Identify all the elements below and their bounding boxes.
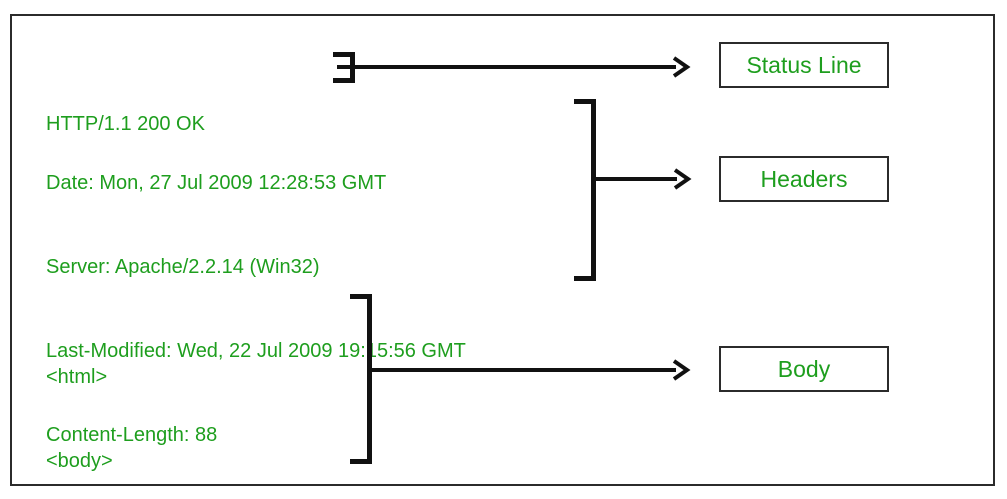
arrowhead-icon [670, 56, 692, 78]
header-line-date: Date: Mon, 27 Jul 2009 12:28:53 GMT [46, 172, 387, 194]
label-box-body-text: Body [777, 355, 831, 382]
body-text-block: <html> <body> <h1>Hello, World!</h1> </b… [46, 307, 257, 499]
bracket-arm-top [333, 52, 355, 57]
arrow-shaft [367, 368, 676, 372]
bracket-stem [591, 99, 596, 281]
headers-arrow [591, 167, 693, 191]
bracket-arm-bottom [574, 276, 596, 281]
header-line-server: Server: Apache/2.2.14 (Win32) [46, 256, 320, 278]
label-box-headers: Headers [719, 156, 889, 202]
bracket-arm-top [574, 99, 596, 104]
label-box-status-line: Status Line [719, 42, 889, 88]
arrow-shaft [337, 65, 676, 69]
body-bracket [350, 294, 372, 464]
header-line-last-modified: Last-Modified: Wed, 22 Jul 2009 19:15:56… [46, 340, 466, 362]
header-line-content-length: Content-Length: 88 [46, 424, 218, 446]
bracket-arm-bottom [350, 459, 372, 464]
label-box-body: Body [719, 346, 889, 392]
arrowhead-icon [671, 168, 693, 190]
label-box-headers-text: Headers [760, 165, 848, 192]
headers-text-block: Date: Mon, 27 Jul 2009 12:28:53 GMT Serv… [46, 113, 466, 499]
label-box-status-line-text: Status Line [746, 51, 862, 78]
bracket-arm-top [350, 294, 372, 299]
body-line-html-open: <html> [46, 366, 108, 388]
status-line-arrow [337, 55, 692, 79]
diagram-frame [10, 14, 995, 486]
bracket-stem [367, 294, 372, 464]
bracket-arm-bottom [333, 78, 355, 83]
status-line-text: HTTP/1.1 200 OK [46, 113, 205, 135]
arrow-shaft [591, 177, 677, 181]
body-line-body-open: <body> [46, 450, 113, 472]
status-line-text-block: HTTP/1.1 200 OK [46, 54, 205, 194]
arrowhead-icon [670, 359, 692, 381]
headers-bracket [574, 99, 596, 281]
body-arrow [367, 358, 692, 382]
